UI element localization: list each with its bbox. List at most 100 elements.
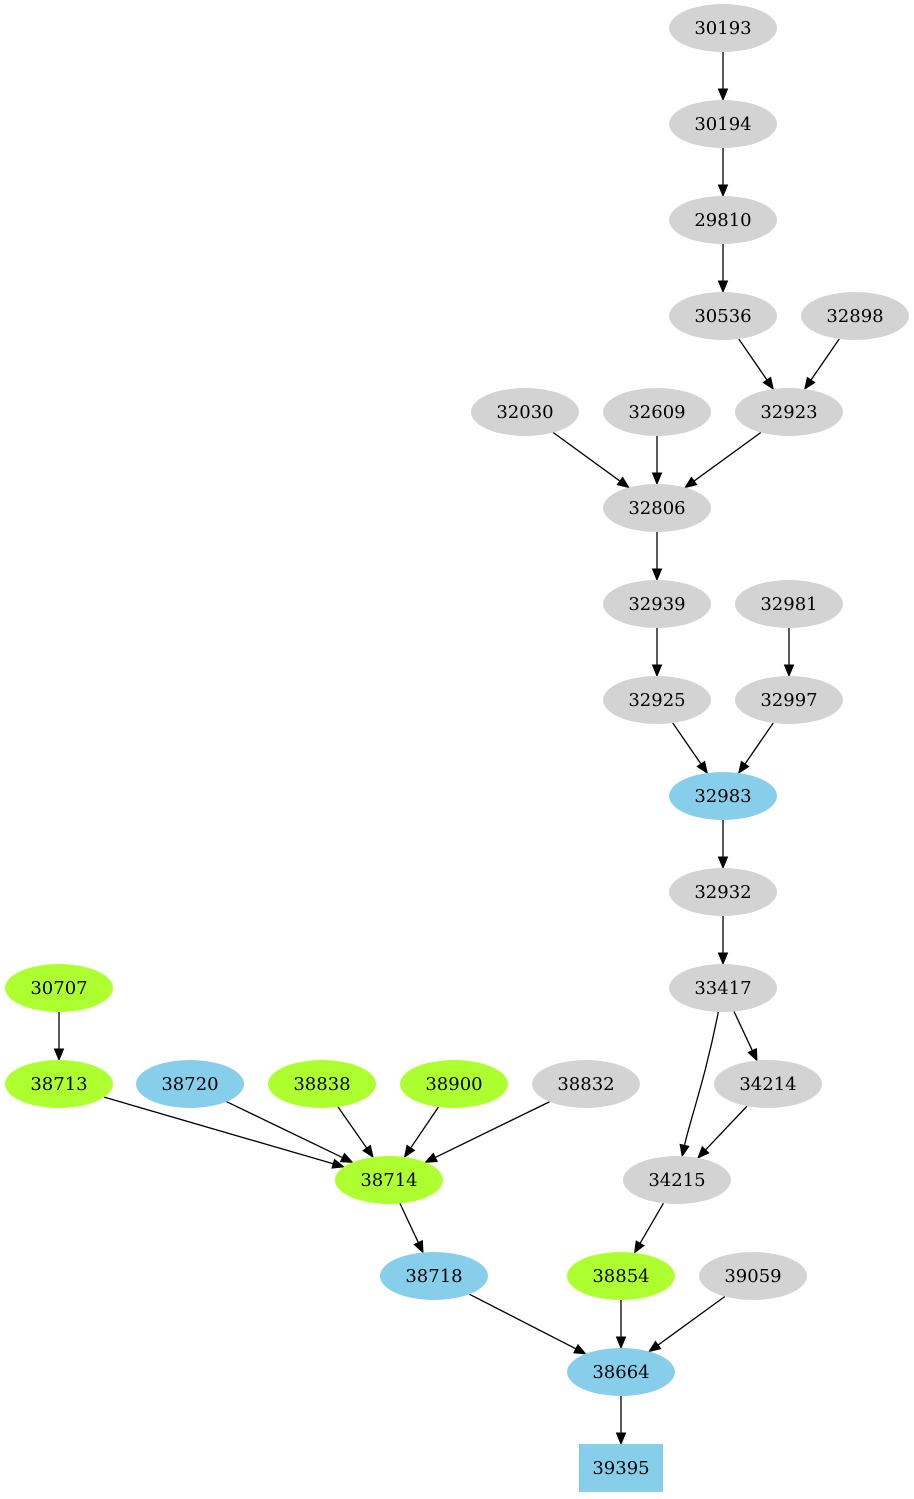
node-label: 32030 xyxy=(496,402,553,423)
node-label: 38720 xyxy=(161,1074,218,1095)
edge-32030-to-32806 xyxy=(552,431,630,489)
node-32932[interactable]: 32932 xyxy=(669,868,777,916)
node-30707[interactable]: 30707 xyxy=(5,964,113,1012)
node-32981[interactable]: 32981 xyxy=(735,580,843,628)
edge-line xyxy=(738,338,768,381)
node-shape xyxy=(669,292,777,340)
node-38718[interactable]: 38718 xyxy=(380,1252,488,1300)
node-label: 29810 xyxy=(694,210,751,231)
node-shape xyxy=(335,1156,443,1204)
edge-line xyxy=(693,431,762,482)
node-32030[interactable]: 32030 xyxy=(471,388,579,436)
edge-line xyxy=(672,722,702,765)
edge-32923-to-32806 xyxy=(684,431,762,489)
edge-line xyxy=(226,1101,343,1159)
node-32923[interactable]: 32923 xyxy=(735,388,843,436)
edge-38854-to-38664 xyxy=(615,1300,627,1350)
node-38854[interactable]: 38854 xyxy=(567,1252,675,1300)
node-32925[interactable]: 32925 xyxy=(603,676,711,724)
node-34214[interactable]: 34214 xyxy=(714,1060,822,1108)
edge-line xyxy=(744,722,774,765)
node-shape xyxy=(603,388,711,436)
edge-38900-to-38714 xyxy=(403,1106,439,1159)
arrow-head-icon xyxy=(717,280,729,294)
edge-32939-to-32925 xyxy=(651,628,663,678)
node-label: 39395 xyxy=(592,1458,649,1479)
node-shape xyxy=(5,964,113,1012)
arrow-head-icon xyxy=(615,1432,627,1446)
node-30193[interactable]: 30193 xyxy=(669,4,777,52)
node-shape xyxy=(603,580,711,628)
arrow-head-icon xyxy=(651,472,663,486)
node-shape xyxy=(735,676,843,724)
edge-34215-to-38854 xyxy=(633,1202,665,1254)
edge-32898-to-32923 xyxy=(804,338,840,391)
node-38713[interactable]: 38713 xyxy=(5,1060,113,1108)
node-shape xyxy=(579,1444,663,1492)
edge-line xyxy=(104,1096,334,1165)
node-label: 30194 xyxy=(694,114,751,135)
node-label: 38713 xyxy=(30,1074,87,1095)
edge-line xyxy=(434,1101,550,1159)
node-label: 32981 xyxy=(760,594,817,615)
edge-line xyxy=(639,1202,665,1244)
arrow-head-icon xyxy=(696,760,708,775)
node-shape xyxy=(699,1252,807,1300)
node-32983[interactable]: 32983 xyxy=(669,772,777,820)
arrow-head-icon xyxy=(616,476,630,489)
node-32997[interactable]: 32997 xyxy=(735,676,843,724)
node-38900[interactable]: 38900 xyxy=(400,1060,508,1108)
node-33417[interactable]: 33417 xyxy=(669,964,777,1012)
edge-line xyxy=(657,1295,726,1346)
edge-39059-to-38664 xyxy=(648,1295,726,1353)
node-39059[interactable]: 39059 xyxy=(699,1252,807,1300)
node-shape xyxy=(669,196,777,244)
node-shape xyxy=(669,772,777,820)
arrow-head-icon xyxy=(762,376,774,391)
arrow-head-icon xyxy=(651,664,663,678)
node-label: 32939 xyxy=(628,594,685,615)
node-38832[interactable]: 38832 xyxy=(532,1060,640,1108)
node-label: 30536 xyxy=(694,306,751,327)
node-30194[interactable]: 30194 xyxy=(669,100,777,148)
edge-38838-to-38714 xyxy=(337,1106,374,1159)
node-shape xyxy=(5,1060,113,1108)
edge-line xyxy=(705,1105,748,1151)
node-38714[interactable]: 38714 xyxy=(335,1156,443,1204)
edge-29810-to-30536 xyxy=(717,244,729,294)
edge-line xyxy=(683,1011,719,1146)
arrow-head-icon xyxy=(717,856,729,870)
edge-30707-to-38713 xyxy=(53,1012,65,1062)
node-label: 38900 xyxy=(425,1074,482,1095)
node-label: 39059 xyxy=(724,1266,781,1287)
node-label: 32898 xyxy=(826,306,883,327)
node-shape xyxy=(669,868,777,916)
arrow-head-icon xyxy=(684,476,698,489)
node-38720[interactable]: 38720 xyxy=(136,1060,244,1108)
node-32806[interactable]: 32806 xyxy=(603,484,711,532)
node-39395[interactable]: 39395 xyxy=(579,1444,663,1492)
node-shape xyxy=(801,292,909,340)
arrow-head-icon xyxy=(362,1144,374,1159)
node-32939[interactable]: 32939 xyxy=(603,580,711,628)
edge-38720-to-38714 xyxy=(226,1101,354,1163)
arrow-head-icon xyxy=(648,1340,662,1353)
node-32898[interactable]: 32898 xyxy=(801,292,909,340)
nodes-layer: 30193 30194 29810 30536 32898 32030 32609 32923… xyxy=(5,4,909,1492)
node-label: 32806 xyxy=(628,498,685,519)
arrow-head-icon xyxy=(679,1143,690,1158)
edge-line xyxy=(410,1106,439,1149)
node-shape xyxy=(669,4,777,52)
node-label: 32925 xyxy=(628,690,685,711)
node-label: 38854 xyxy=(592,1266,649,1287)
node-38838[interactable]: 38838 xyxy=(268,1060,376,1108)
node-29810[interactable]: 29810 xyxy=(669,196,777,244)
edge-line xyxy=(810,338,840,381)
edge-38832-to-38714 xyxy=(424,1101,550,1163)
arrow-head-icon xyxy=(615,1336,627,1350)
node-38664[interactable]: 38664 xyxy=(567,1348,675,1396)
node-32609[interactable]: 32609 xyxy=(603,388,711,436)
node-30536[interactable]: 30536 xyxy=(669,292,777,340)
node-34215[interactable]: 34215 xyxy=(623,1156,731,1204)
node-shape xyxy=(268,1060,376,1108)
